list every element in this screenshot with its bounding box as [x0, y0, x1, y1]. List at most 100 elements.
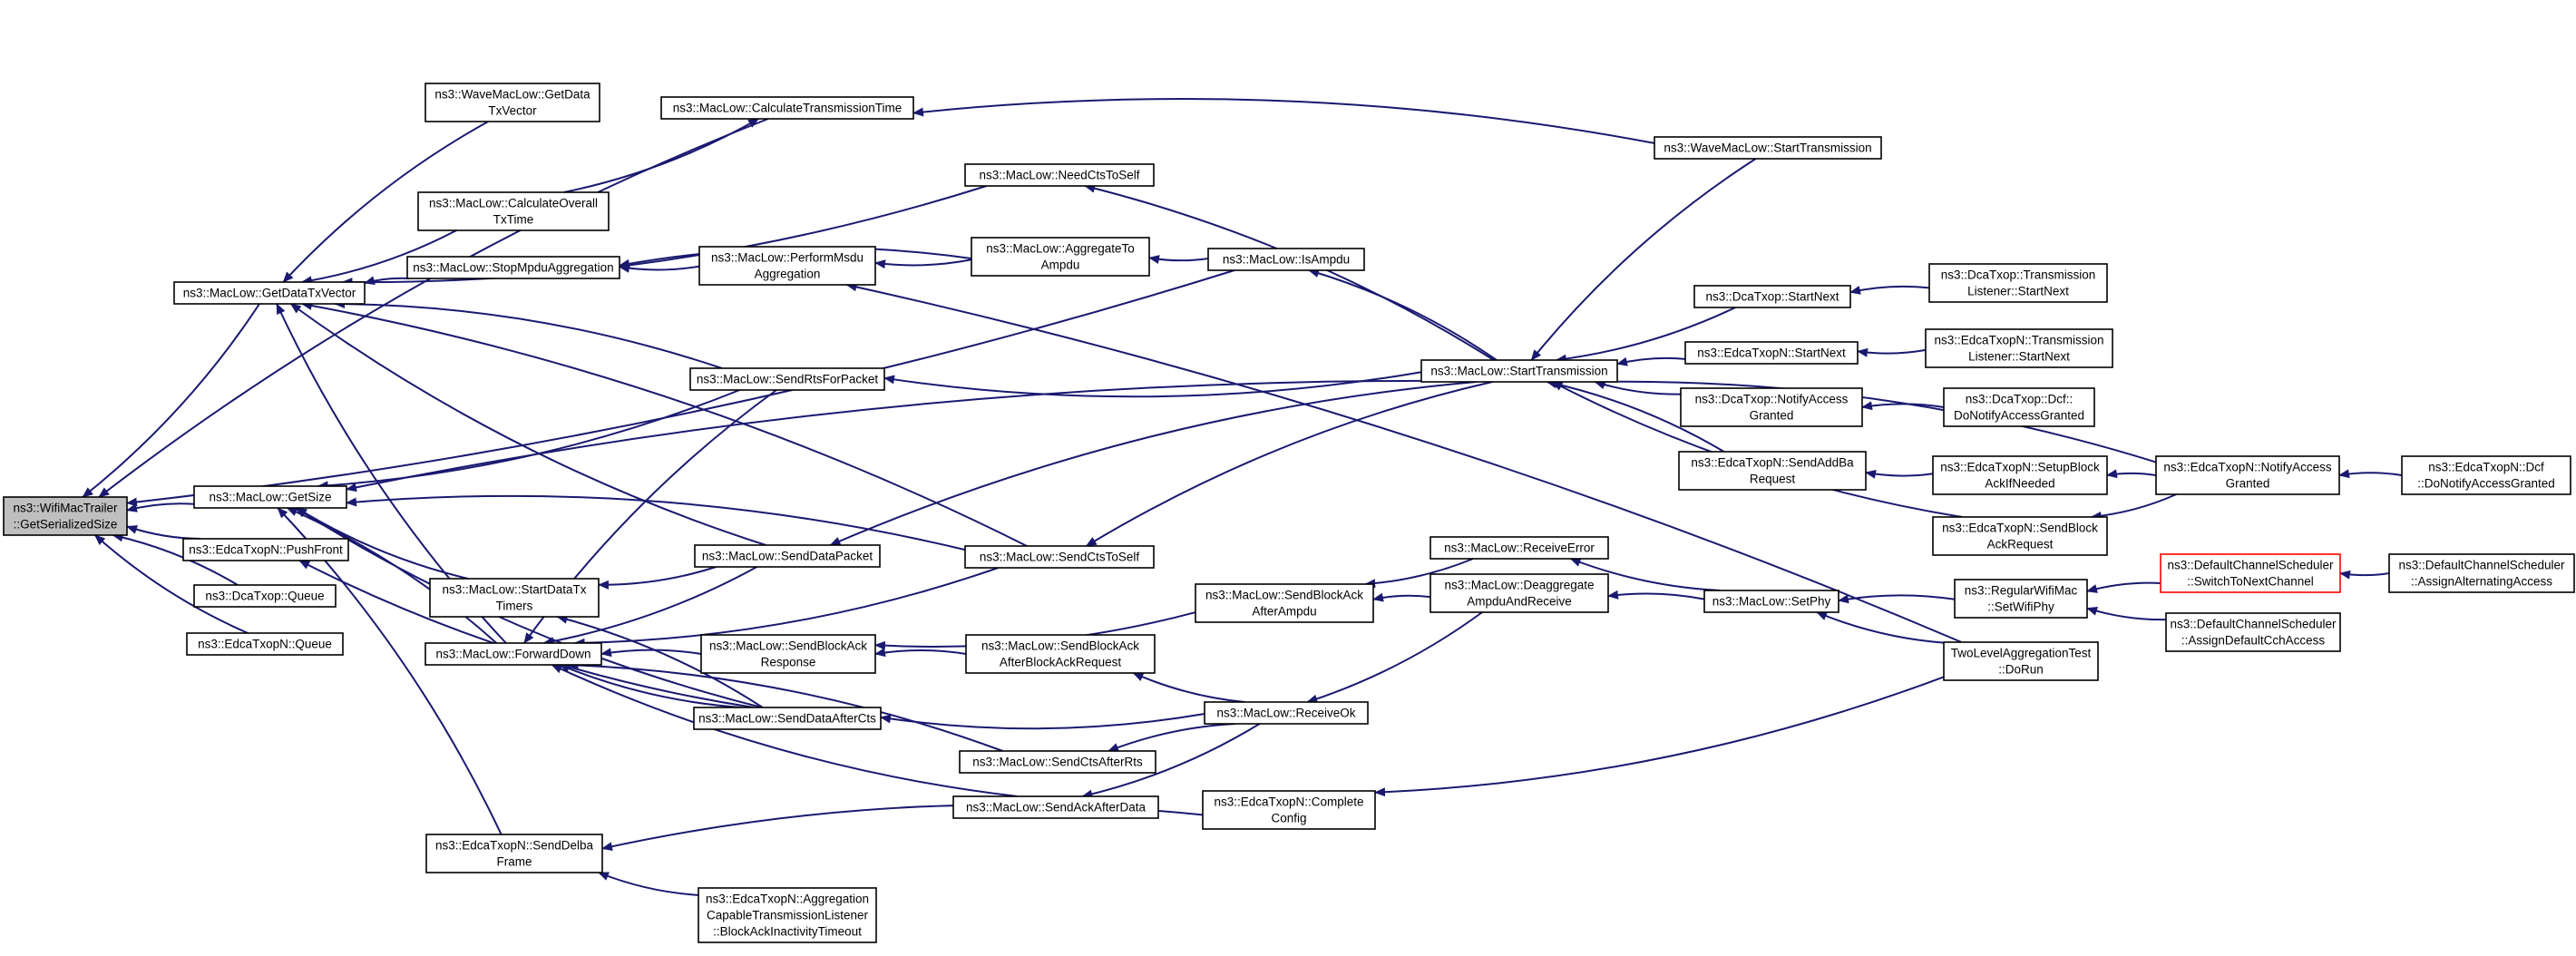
node-box	[689, 367, 885, 391]
node-label: ns3::MacLow::GetDataTxVector	[183, 287, 356, 300]
call-edge	[1865, 469, 1934, 479]
node-box	[1943, 387, 2095, 427]
call-edge	[829, 381, 1477, 546]
graph-node-assignAlternating[interactable]: ns3::DefaultChannelScheduler::AssignAlte…	[2388, 553, 2575, 593]
graph-node-dcaNotifyAccess[interactable]: ns3::DcaTxop::NotifyAccessGranted	[1680, 387, 1863, 427]
graph-node-edcaTxListenerStartNext[interactable]: ns3::EdcaTxopN::TransmissionListener::St…	[1925, 328, 2113, 368]
node-box	[698, 887, 877, 943]
node-box	[2155, 455, 2340, 495]
graph-node-getDataTxVector[interactable]: ns3::MacLow::GetDataTxVector	[173, 281, 366, 305]
node-label: Listener::StartNext	[1967, 285, 2069, 298]
graph-node-dcaQueue[interactable]: ns3::DcaTxop::Queue	[193, 584, 337, 608]
node-label: ns3::EdcaTxopN::Transmission	[1934, 334, 2103, 347]
graph-node-edcaNotifyAccess[interactable]: ns3::EdcaTxopN::NotifyAccessGranted	[2155, 455, 2340, 495]
call-edge	[1306, 611, 1483, 704]
node-label: ns3::EdcaTxopN::NotifyAccess	[2163, 461, 2332, 474]
node-label: ns3::DcaTxop::NotifyAccess	[1695, 393, 1849, 406]
call-edge	[563, 118, 760, 193]
graph-node-setPhy[interactable]: ns3::MacLow::SetPhy	[1703, 590, 1839, 613]
graph-node-sendDataPacket[interactable]: ns3::MacLow::SendDataPacket	[694, 544, 881, 568]
node-box	[1678, 451, 1867, 491]
graph-node-twoLevelDoRun[interactable]: TwoLevelAggregationTest::DoRun	[1943, 641, 2099, 681]
node-box	[660, 96, 914, 120]
call-edge	[98, 118, 769, 498]
graph-node-dcaTxListenerStartNext[interactable]: ns3::DcaTxop::TransmissionListener::Star…	[1928, 263, 2108, 303]
graph-node-receiveError[interactable]: ns3::MacLow::ReceiveError	[1429, 536, 1609, 560]
node-label: Aggregation	[755, 268, 821, 281]
call-edge	[346, 379, 1422, 493]
graph-node-receiveOk[interactable]: ns3::MacLow::ReceiveOk	[1204, 701, 1369, 725]
call-edge	[1816, 611, 1945, 644]
node-label: ns3::DcaTxop::Transmission	[1941, 268, 2096, 282]
node-box	[964, 545, 1155, 569]
graph-node-setWifiPhy[interactable]: ns3::RegularWifiMac::SetWifiPhy	[1954, 579, 2088, 619]
node-label: ns3::EdcaTxopN::SendAddBa	[1691, 456, 1854, 470]
graph-node-edcaQueue[interactable]: ns3::EdcaTxopN::Queue	[186, 632, 344, 656]
node-label: ns3::MacLow::AggregateTo	[986, 242, 1135, 256]
node-label: ns3::MacLow::CalculateTransmissionTime	[673, 102, 903, 115]
node-box	[1932, 516, 2108, 556]
call-edge	[1081, 723, 1261, 799]
node-box	[193, 584, 337, 608]
graph-node-sendAckAfterData[interactable]: ns3::MacLow::SendAckAfterData	[952, 795, 1159, 819]
graph-node-sendCtsToSelf[interactable]: ns3::MacLow::SendCtsToSelf	[964, 545, 1155, 569]
node-label: ns3::EdcaTxopN::SendBlock	[1942, 522, 2098, 535]
graph-node-getSize[interactable]: ns3::MacLow::GetSize	[193, 485, 347, 509]
graph-node-switchToNextChannel[interactable]: ns3::DefaultChannelScheduler::SwitchToNe…	[2160, 553, 2341, 593]
graph-node-edcaStartNext[interactable]: ns3::EdcaTxopN::StartNext	[1684, 341, 1859, 365]
node-box	[3, 496, 128, 536]
node-label: ns3::DefaultChannelScheduler	[2170, 618, 2337, 631]
call-edge	[112, 532, 239, 586]
graph-node-dcaStartNext[interactable]: ns3::DcaTxop::StartNext	[1693, 285, 1851, 308]
graph-node-sendCtsAfterRts[interactable]: ns3::MacLow::SendCtsAfterRts	[959, 750, 1156, 774]
call-edge	[1555, 307, 1736, 364]
call-edge	[300, 301, 1028, 547]
graph-node-waveStartTransmission[interactable]: ns3::WaveMacLow::StartTransmission	[1654, 136, 1882, 160]
graph-node-sendDataAfterCts[interactable]: ns3::MacLow::SendDataAfterCts	[693, 707, 882, 730]
node-box	[959, 750, 1156, 774]
node-box	[1654, 136, 1882, 160]
graph-node-edcaDcfDoNotify[interactable]: ns3::EdcaTxopN::Dcf::DoNotifyAccessGrant…	[2401, 455, 2571, 495]
call-edge	[1861, 401, 1945, 411]
node-label: ::SetWifiPhy	[1987, 600, 2054, 614]
graph-node-assignDefaultCch[interactable]: ns3::DefaultChannelScheduler::AssignDefa…	[2165, 612, 2341, 652]
graph-node-startTransmission[interactable]: ns3::MacLow::StartTransmission	[1420, 359, 1618, 383]
graph-node-isAmpdu[interactable]: ns3::MacLow::IsAmpdu	[1207, 248, 1365, 271]
node-box	[2160, 553, 2341, 593]
node-box	[173, 281, 366, 305]
node-label: ::AssignDefaultCchAccess	[2181, 634, 2326, 648]
call-edge	[1107, 723, 1236, 752]
node-label: CapableTransmissionListener	[707, 909, 869, 922]
call-edge	[2338, 469, 2403, 479]
call-edge	[880, 712, 1205, 730]
node-label: AckIfNeeded	[1985, 477, 2054, 491]
graph-node-needCtsToSelf[interactable]: ns3::MacLow::NeedCtsToSelf	[964, 163, 1155, 187]
graph-node-dcfDoNotify[interactable]: ns3::DcaTxop::Dcf::DoNotifyAccessGranted	[1943, 387, 2095, 427]
node-label: ::BlockAckInactivityTimeout	[713, 925, 862, 939]
graph-node-forwardDown[interactable]: ns3::MacLow::ForwardDown	[424, 642, 602, 666]
graph-node-calcTxTime[interactable]: ns3::MacLow::CalculateTransmissionTime	[660, 96, 914, 120]
graph-node-root[interactable]: ns3::WifiMacTrailer::GetSerializedSize	[3, 496, 128, 536]
node-box	[406, 256, 620, 279]
graph-node-sendRtsForPacket[interactable]: ns3::MacLow::SendRtsForPacket	[689, 367, 885, 391]
graph-node-waveGetDataTxVector[interactable]: ns3::WaveMacLow::GetDataTxVector	[424, 83, 600, 122]
node-box	[2388, 553, 2575, 593]
graph-node-sendBlockAckAfterReq[interactable]: ns3::MacLow::SendBlockAckAfterBlockAckRe…	[965, 634, 1156, 674]
graph-node-stopMpduAgg[interactable]: ns3::MacLow::StopMpduAggregation	[406, 256, 620, 279]
graph-node-aggBlockAckTimeout[interactable]: ns3::EdcaTxopN::AggregationCapableTransm…	[698, 887, 877, 943]
graph-node-pushFront[interactable]: ns3::EdcaTxopN::PushFront	[182, 538, 349, 561]
